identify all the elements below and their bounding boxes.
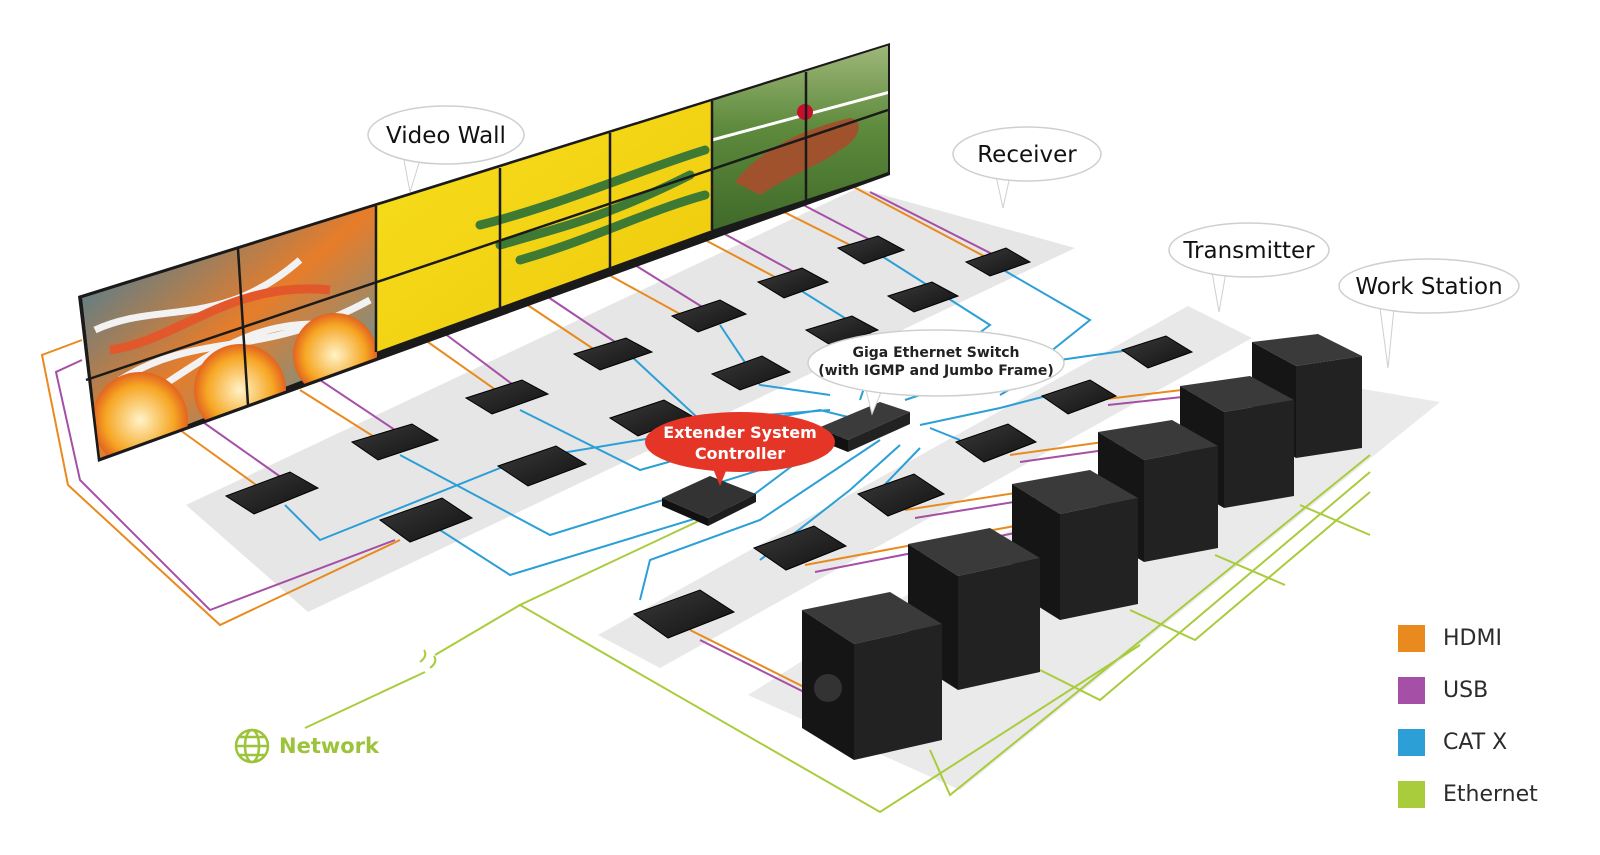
receiver-box [804, 315, 880, 347]
switch-label-line2: (with IGMP and Jumbo Frame) [818, 363, 1054, 379]
receiver-box [464, 379, 550, 415]
receiver-box [670, 299, 748, 333]
video-wall-label: Video Wall [386, 123, 506, 149]
usb-swatch [1398, 676, 1425, 704]
controller-label-line1: Extender System [663, 423, 817, 442]
transmitter-box [632, 589, 736, 639]
receivers [224, 235, 1032, 543]
transmitter-callout: Transmitter [1168, 222, 1330, 313]
transmitter-box [752, 525, 848, 571]
ethernet-swatch [1398, 780, 1425, 808]
globe-icon [234, 728, 270, 764]
legend-item-hdmi: HDMI [1398, 612, 1588, 664]
receiver-box [378, 497, 474, 543]
video-wall-callout: Video Wall [367, 105, 525, 193]
work-stations [802, 334, 1362, 760]
legend-label: CAT X [1443, 729, 1508, 755]
transmitter-label: Transmitter [1182, 238, 1315, 264]
transmitter-box [856, 473, 946, 517]
receiver-box [836, 235, 906, 265]
receiver-platform [186, 188, 1075, 612]
legend-label: HDMI [1443, 625, 1502, 651]
work-station-callout: Work Station [1338, 258, 1520, 369]
receiver-box [350, 423, 440, 461]
work-station-tower [1098, 420, 1218, 562]
controller-label-line2: Controller [695, 444, 785, 463]
network-marker: Network [234, 728, 380, 764]
work-station-label: Work Station [1355, 274, 1502, 300]
transmitter-box [1120, 335, 1194, 369]
legend-label: USB [1443, 677, 1489, 703]
ethernet-cables [304, 454, 1371, 814]
catx-swatch [1398, 728, 1425, 756]
cable-legend: HDMI USB CAT X Ethernet [1398, 612, 1588, 820]
network-label: Network [279, 734, 380, 758]
receiver-box [608, 399, 694, 437]
receiver-box [886, 281, 960, 313]
video-wall [78, 43, 890, 462]
receiver-callout: Receiver [952, 126, 1102, 209]
receiver-box [756, 267, 830, 299]
controller-callout: Extender System Controller [645, 412, 835, 486]
receiver-box [964, 247, 1032, 277]
legend-item-catx: CAT X [1398, 716, 1588, 768]
legend-label: Ethernet [1443, 781, 1538, 807]
receiver-box [496, 445, 588, 487]
extender-system-controller-box [662, 476, 756, 526]
receiver-label: Receiver [977, 142, 1077, 168]
hdmi-swatch [1398, 624, 1425, 652]
network-break [419, 649, 437, 669]
work-station-tower [802, 592, 942, 760]
orange-slice-icon [92, 372, 188, 458]
receiver-box [572, 337, 654, 371]
work-station-tower [1012, 470, 1138, 620]
legend-item-usb: USB [1398, 664, 1588, 716]
horse-icon [735, 118, 859, 195]
legend-item-ethernet: Ethernet [1398, 768, 1588, 820]
fan-icon [814, 674, 842, 702]
switch-callout: Giga Ethernet Switch (with IGMP and Jumb… [807, 329, 1065, 416]
receiver-box [224, 471, 320, 515]
transmitters [632, 335, 1194, 639]
receiver-box [710, 355, 792, 391]
switch-label-line1: Giga Ethernet Switch [852, 345, 1019, 361]
transmitter-box [954, 423, 1038, 463]
transmitter-box [1040, 379, 1118, 415]
